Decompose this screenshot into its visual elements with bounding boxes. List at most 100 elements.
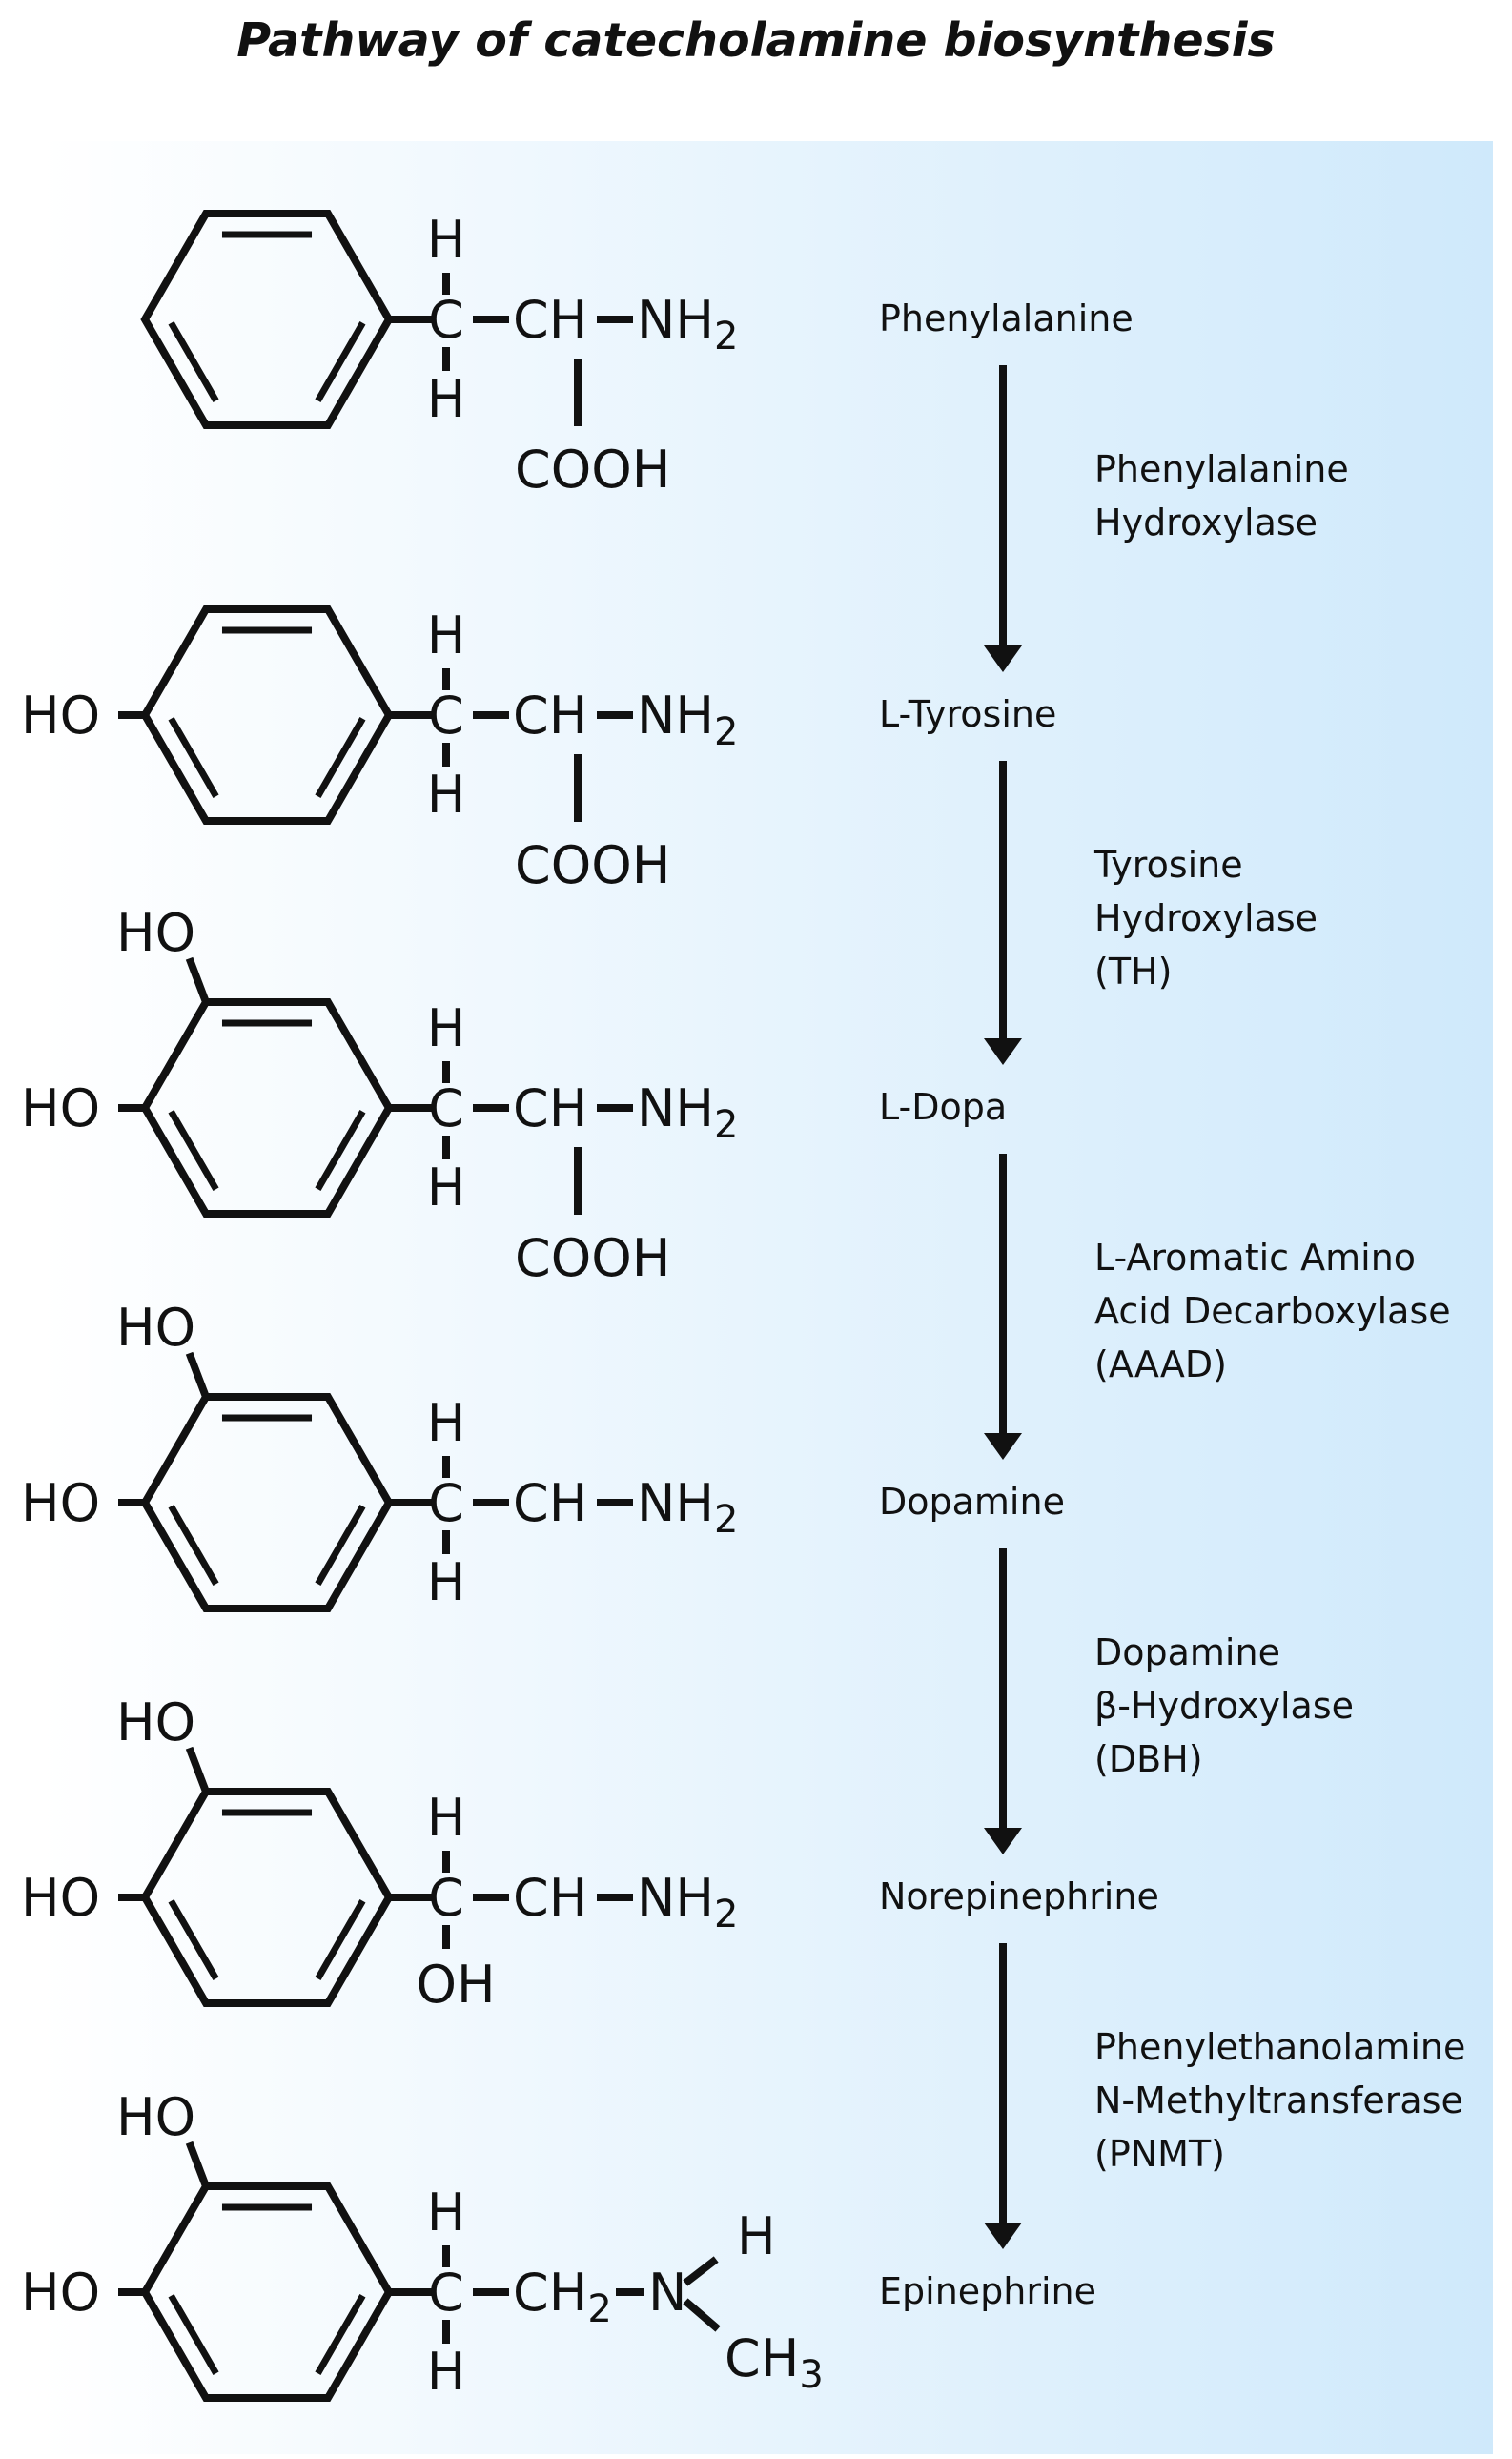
n-h-bond: [683, 2256, 719, 2286]
enzyme-name-line: L-Aromatic Amino: [1094, 1237, 1416, 1279]
amine-label: NH2: [637, 686, 738, 754]
enzyme-name-line: Tyrosine: [1093, 844, 1243, 886]
hydroxyl-label: HO: [21, 1078, 100, 1138]
hydrogen-label: H: [427, 1552, 466, 1612]
enzyme-name-line: Phenylethanolamine: [1094, 2026, 1465, 2068]
reaction-arrow-4: [984, 1548, 1022, 1854]
compound-name: Dopamine: [879, 1481, 1065, 1523]
enzyme-label-4: Dopamine β-Hydroxylase (DBH): [1094, 1631, 1354, 1780]
carbon-label: C: [428, 1868, 464, 1928]
hydrogen-label: H: [427, 369, 466, 429]
carboxyl-label: COOH: [515, 440, 670, 500]
ho-bond: [185, 956, 212, 1008]
compound-name: Phenylalanine: [879, 297, 1134, 339]
ch-label: CH: [513, 686, 587, 746]
reaction-arrow-2: [984, 761, 1022, 1065]
enzyme-name-line: (TH): [1094, 951, 1172, 993]
enzyme-name-line: (AAAD): [1094, 1343, 1227, 1385]
carbon-label: C: [428, 2263, 464, 2323]
arrows-layer: [984, 365, 1022, 2249]
amine-label: NH2: [637, 1078, 738, 1147]
ch-label: CH: [513, 1078, 587, 1138]
enzyme-name-line: β-Hydroxylase: [1094, 1685, 1354, 1727]
reaction-arrow-1: [984, 365, 1022, 672]
carboxyl-label: COOH: [515, 1228, 670, 1288]
diagram-title: Pathway of catecholamine biosynthesis: [236, 13, 1276, 68]
amine-label: NH2: [637, 290, 738, 359]
ch-label: CH: [513, 290, 587, 350]
methyl-label: CH3: [725, 2328, 824, 2397]
arrow-head: [984, 645, 1022, 672]
hydrogen-label: H: [427, 1158, 466, 1218]
compound-name: Norepinephrine: [879, 1875, 1159, 1917]
hydroxyl-label: HO: [116, 1298, 195, 1358]
enzyme-name-line: Hydroxylase: [1094, 897, 1318, 939]
arrow-head: [984, 1828, 1022, 1854]
enzyme-name-line: Hydroxylase: [1094, 502, 1318, 543]
enzyme-name-line: Dopamine: [1094, 1631, 1280, 1673]
double-bond: [315, 716, 366, 799]
double-bond: [315, 320, 366, 403]
hydroxyl-label: HO: [21, 2263, 100, 2323]
hydrogen-label: H: [737, 2206, 776, 2266]
ch-label: CH: [513, 1473, 587, 1533]
arrow-head: [984, 1433, 1022, 1460]
hydroxyl-label: OH: [416, 1955, 495, 2015]
double-bond: [315, 1504, 366, 1587]
reaction-arrow-5: [984, 1943, 1022, 2249]
hydroxyl-label: HO: [116, 1692, 195, 1752]
double-bond: [168, 1898, 219, 1981]
double-bond: [315, 1109, 366, 1192]
double-bond: [168, 2293, 219, 2376]
compound-name: Epinephrine: [879, 2270, 1096, 2312]
hydrogen-label: H: [427, 2342, 466, 2402]
hydroxyl-label: HO: [21, 1473, 100, 1533]
hydrogen-label: H: [427, 998, 466, 1058]
ho-bond: [185, 1351, 212, 1403]
hydrogen-label: H: [427, 1788, 466, 1848]
hydroxyl-label: HO: [116, 903, 195, 963]
amine-label: NH2: [637, 1868, 738, 1936]
compound-name: L-Tyrosine: [879, 693, 1056, 735]
carboxyl-label: COOH: [515, 835, 670, 895]
arrow-head: [984, 1038, 1022, 1065]
carbon-label: C: [428, 1078, 464, 1138]
enzyme-name-line: (DBH): [1094, 1738, 1203, 1780]
double-bond: [315, 2293, 366, 2376]
hydrogen-label: H: [427, 765, 466, 825]
arrow-head: [984, 2223, 1022, 2249]
amine-label: NH2: [637, 1473, 738, 1542]
ho-bond: [185, 2141, 212, 2192]
hydroxyl-label: HO: [116, 2087, 195, 2147]
methylene-label: CH2: [513, 2263, 612, 2331]
hydrogen-label: H: [427, 210, 466, 270]
hydroxyl-label: HO: [21, 1868, 100, 1928]
compound-name: L-Dopa: [879, 1086, 1007, 1128]
double-bond: [168, 1109, 219, 1192]
hydrogen-label: H: [427, 1393, 466, 1453]
enzyme-name-line: (PNMT): [1094, 2133, 1225, 2175]
double-bond: [168, 320, 219, 403]
enzyme-name-line: Phenylalanine: [1094, 448, 1349, 490]
carbon-label: C: [428, 686, 464, 746]
labels-layer: PhenylalanineL-TyrosineL-DopaDopamineNor…: [879, 297, 1465, 2312]
background-panel: [40, 141, 1493, 2454]
enzyme-name-line: Acid Decarboxylase: [1094, 1290, 1451, 1332]
carbon-label: C: [428, 290, 464, 350]
double-bond: [168, 716, 219, 799]
ho-bond: [185, 1746, 212, 1797]
double-bond: [168, 1504, 219, 1587]
carbon-label: C: [428, 1473, 464, 1533]
enzyme-name-line: N-Methyltransferase: [1094, 2080, 1463, 2121]
hydrogen-label: H: [427, 2182, 466, 2243]
